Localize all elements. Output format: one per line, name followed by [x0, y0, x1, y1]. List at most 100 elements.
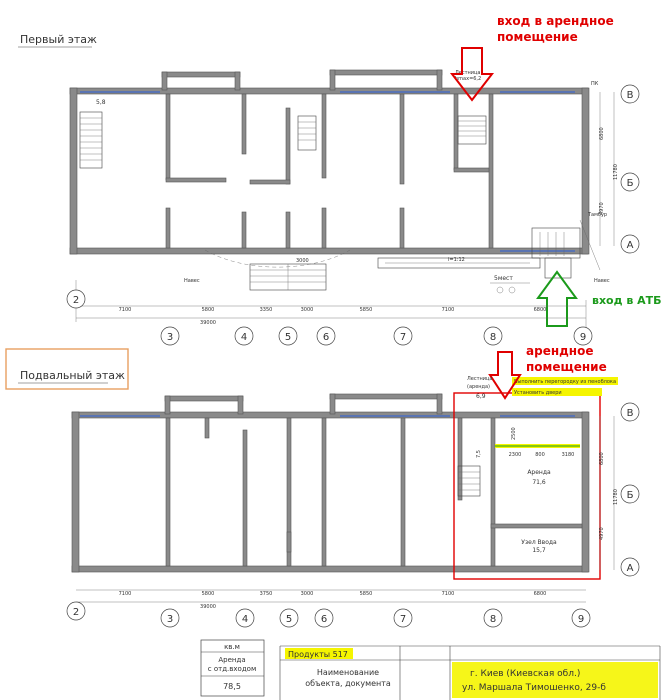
- svg-text:39000: 39000: [200, 604, 216, 610]
- svg-text:Лестница: Лестница: [467, 376, 492, 382]
- svg-text:7100: 7100: [442, 307, 455, 313]
- svg-text:2500: 2500: [511, 427, 517, 440]
- basement-title-box: [5, 348, 129, 390]
- rent-basement-arrow: [488, 351, 522, 400]
- svg-text:8: 8: [490, 614, 496, 625]
- svg-text:Тамбур: Тамбур: [587, 212, 607, 218]
- svg-text:7100: 7100: [119, 307, 132, 313]
- room-rent-name: Аренда: [527, 469, 551, 476]
- first-floor-stair-right: [457, 115, 487, 145]
- svg-text:6,9: 6,9: [476, 393, 486, 400]
- yellow-note-1: Выполнить перегородку из пеноблока: [514, 379, 616, 385]
- basement-rent-label-line2: помещение: [526, 360, 607, 374]
- svg-text:4: 4: [241, 332, 247, 343]
- svg-text:6800: 6800: [599, 452, 605, 465]
- first-floor-dims: 7100 5800 3350 3000 5850 7100 6800 39000…: [119, 127, 619, 326]
- front-steps: [204, 249, 351, 291]
- svg-text:5800: 5800: [202, 591, 215, 597]
- svg-text:8: 8: [490, 332, 496, 343]
- svg-text:3180: 3180: [562, 452, 575, 458]
- svg-text:hmax=6,2: hmax=6,2: [455, 76, 481, 82]
- svg-text:В: В: [627, 90, 634, 101]
- svg-text:3000: 3000: [296, 258, 309, 264]
- first-floor-plan: Первый этаж: [18, 14, 662, 336]
- rent-area-highlight: [453, 392, 601, 580]
- svg-text:11780: 11780: [613, 164, 619, 180]
- svg-text:5,8: 5,8: [96, 99, 106, 106]
- wall-east: [581, 87, 590, 255]
- svg-text:Навес: Навес: [184, 278, 200, 284]
- svg-text:7100: 7100: [442, 591, 455, 597]
- svg-text:7: 7: [400, 614, 406, 625]
- stamp-name-line1: Наименование: [317, 668, 379, 677]
- atb-entry-arrow: [536, 270, 578, 327]
- svg-text:4970: 4970: [599, 527, 605, 540]
- svg-text:6800: 6800: [599, 127, 605, 140]
- svg-text:5: 5: [286, 614, 292, 625]
- atb-entry-label: вход в АТБ: [592, 294, 662, 307]
- svg-text:3000: 3000: [301, 591, 314, 597]
- yellow-note-2-bg: [512, 388, 602, 396]
- room-rent-area: 71,6: [532, 479, 546, 486]
- svg-text:6800: 6800: [534, 307, 547, 313]
- svg-text:3350: 3350: [260, 307, 273, 313]
- svg-text:5850: 5850: [360, 591, 373, 597]
- stamp-address-1: г. Киев (Киевская обл.): [470, 669, 580, 679]
- svg-text:(аренда): (аренда): [467, 384, 490, 390]
- svg-text:2300: 2300: [509, 452, 522, 458]
- svg-text:5мест: 5мест: [494, 275, 513, 282]
- basement-title: Подвальный этаж: [20, 369, 125, 382]
- rent-entry-label-line1: вход в арендное: [497, 14, 614, 28]
- svg-text:Б: Б: [627, 490, 634, 501]
- svg-text:800: 800: [535, 452, 545, 458]
- svg-text:39000: 39000: [200, 320, 216, 326]
- svg-text:2: 2: [73, 295, 79, 306]
- svg-text:Навес: Навес: [594, 278, 610, 284]
- svg-text:А: А: [627, 240, 634, 251]
- stamp-product: Продукты 517: [288, 650, 348, 659]
- svg-text:ПК: ПК: [591, 81, 599, 87]
- svg-text:7100: 7100: [119, 591, 132, 597]
- svg-text:6: 6: [323, 332, 329, 343]
- svg-text:3750: 3750: [260, 591, 273, 597]
- first-floor-axes-bottom: 2 3 4 5 6 7 8 9: [66, 280, 593, 346]
- svg-text:5: 5: [285, 332, 291, 343]
- rent-entry-label-line2: помещение: [497, 30, 578, 44]
- area-table: кв.м Аренда с отд.входом 78,5: [200, 639, 265, 697]
- stamp-name-line2: объекта, документа: [305, 679, 391, 688]
- room-node-area: 15,7: [532, 547, 546, 554]
- svg-text:9: 9: [580, 332, 586, 343]
- first-floor-axes-right: В Б А: [620, 84, 640, 254]
- svg-text:В: В: [627, 408, 634, 419]
- basement-rent-label-line1: арендное: [526, 344, 593, 358]
- first-floor-title: Первый этаж: [20, 33, 97, 46]
- svg-text:Лестница: Лестница: [455, 70, 480, 76]
- area-row-value: 78,5: [223, 682, 241, 691]
- svg-text:5850: 5850: [360, 307, 373, 313]
- svg-text:3: 3: [167, 332, 173, 343]
- address-highlight: [452, 662, 658, 698]
- svg-text:6800: 6800: [534, 591, 547, 597]
- area-row-label-2: с отд.входом: [208, 665, 256, 673]
- first-floor-stair-mid: [297, 115, 317, 151]
- svg-text:4970: 4970: [599, 202, 605, 215]
- area-unit: кв.м: [224, 643, 240, 651]
- svg-text:А: А: [627, 563, 634, 574]
- first-floor-stair-left: [79, 111, 103, 169]
- title-stamp: Продукты 517 Наименование объекта, докум…: [279, 645, 661, 700]
- yellow-note-2: Установить двери: [514, 390, 562, 396]
- svg-text:2: 2: [73, 607, 79, 618]
- svg-text:Б: Б: [627, 178, 634, 189]
- svg-text:6: 6: [321, 614, 327, 625]
- wall-west: [69, 87, 78, 255]
- svg-text:4: 4: [242, 614, 248, 625]
- area-row-label-1: Аренда: [218, 656, 245, 664]
- svg-text:9: 9: [578, 614, 584, 625]
- svg-text:3: 3: [167, 614, 173, 625]
- svg-text:5800: 5800: [202, 307, 215, 313]
- stamp-address-2: ул. Маршала Тимошенко, 29-б: [462, 683, 606, 693]
- basement-axes-right: В Б А: [620, 402, 640, 577]
- svg-text:11780: 11780: [613, 489, 619, 505]
- svg-text:i=1:12: i=1:12: [448, 257, 465, 263]
